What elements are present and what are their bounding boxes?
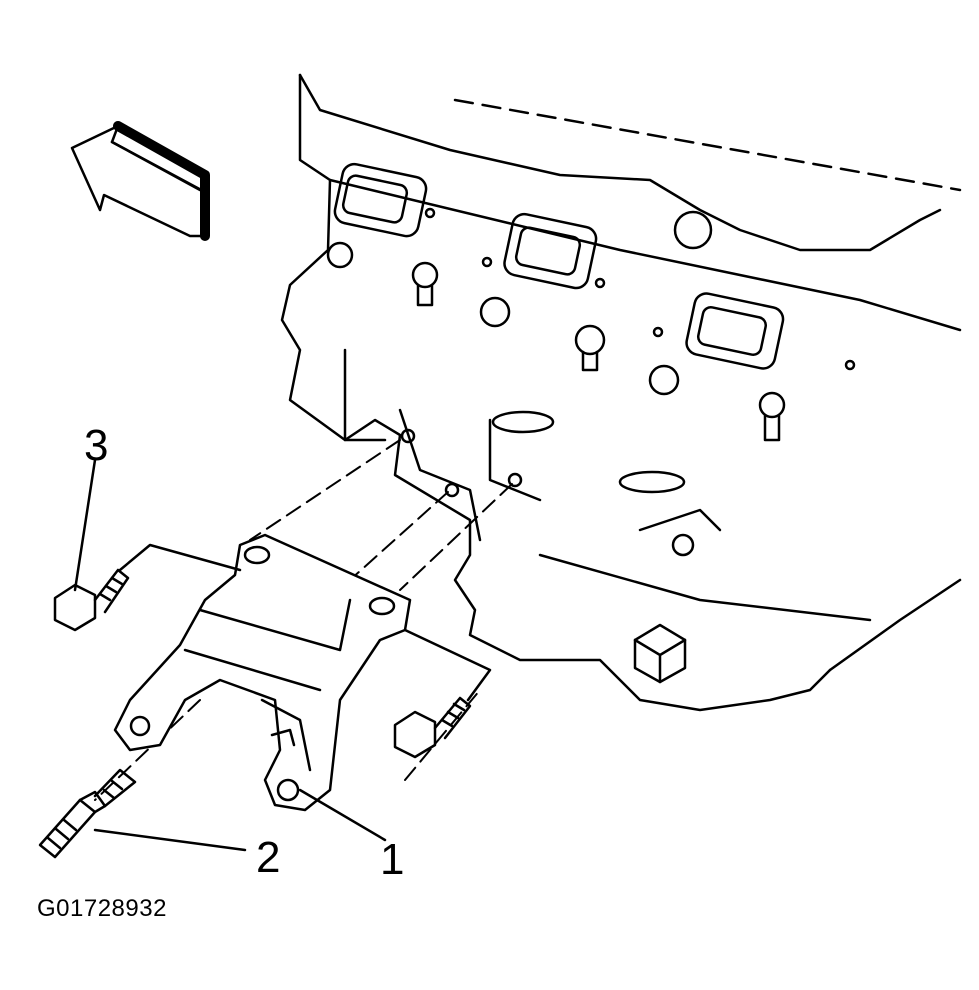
bolt-icon xyxy=(53,543,242,632)
block-bolt-icon xyxy=(633,623,687,684)
figure-id: G01728932 xyxy=(37,895,167,922)
stud-icon xyxy=(38,768,137,859)
front-direction-arrow-icon xyxy=(70,121,210,241)
callout-1: 1 xyxy=(380,835,405,884)
engine-block xyxy=(280,73,962,712)
head-bolts xyxy=(326,210,786,442)
engine-mount-pad xyxy=(343,348,722,557)
callout-2: 2 xyxy=(256,833,281,882)
cylinder-head-ports xyxy=(333,162,856,371)
alignment-lines xyxy=(94,439,513,801)
callout-3: 3 xyxy=(84,421,109,470)
callout-leaders xyxy=(73,458,387,852)
engine-mount-bracket xyxy=(113,533,412,812)
bolt-icon xyxy=(393,628,492,759)
